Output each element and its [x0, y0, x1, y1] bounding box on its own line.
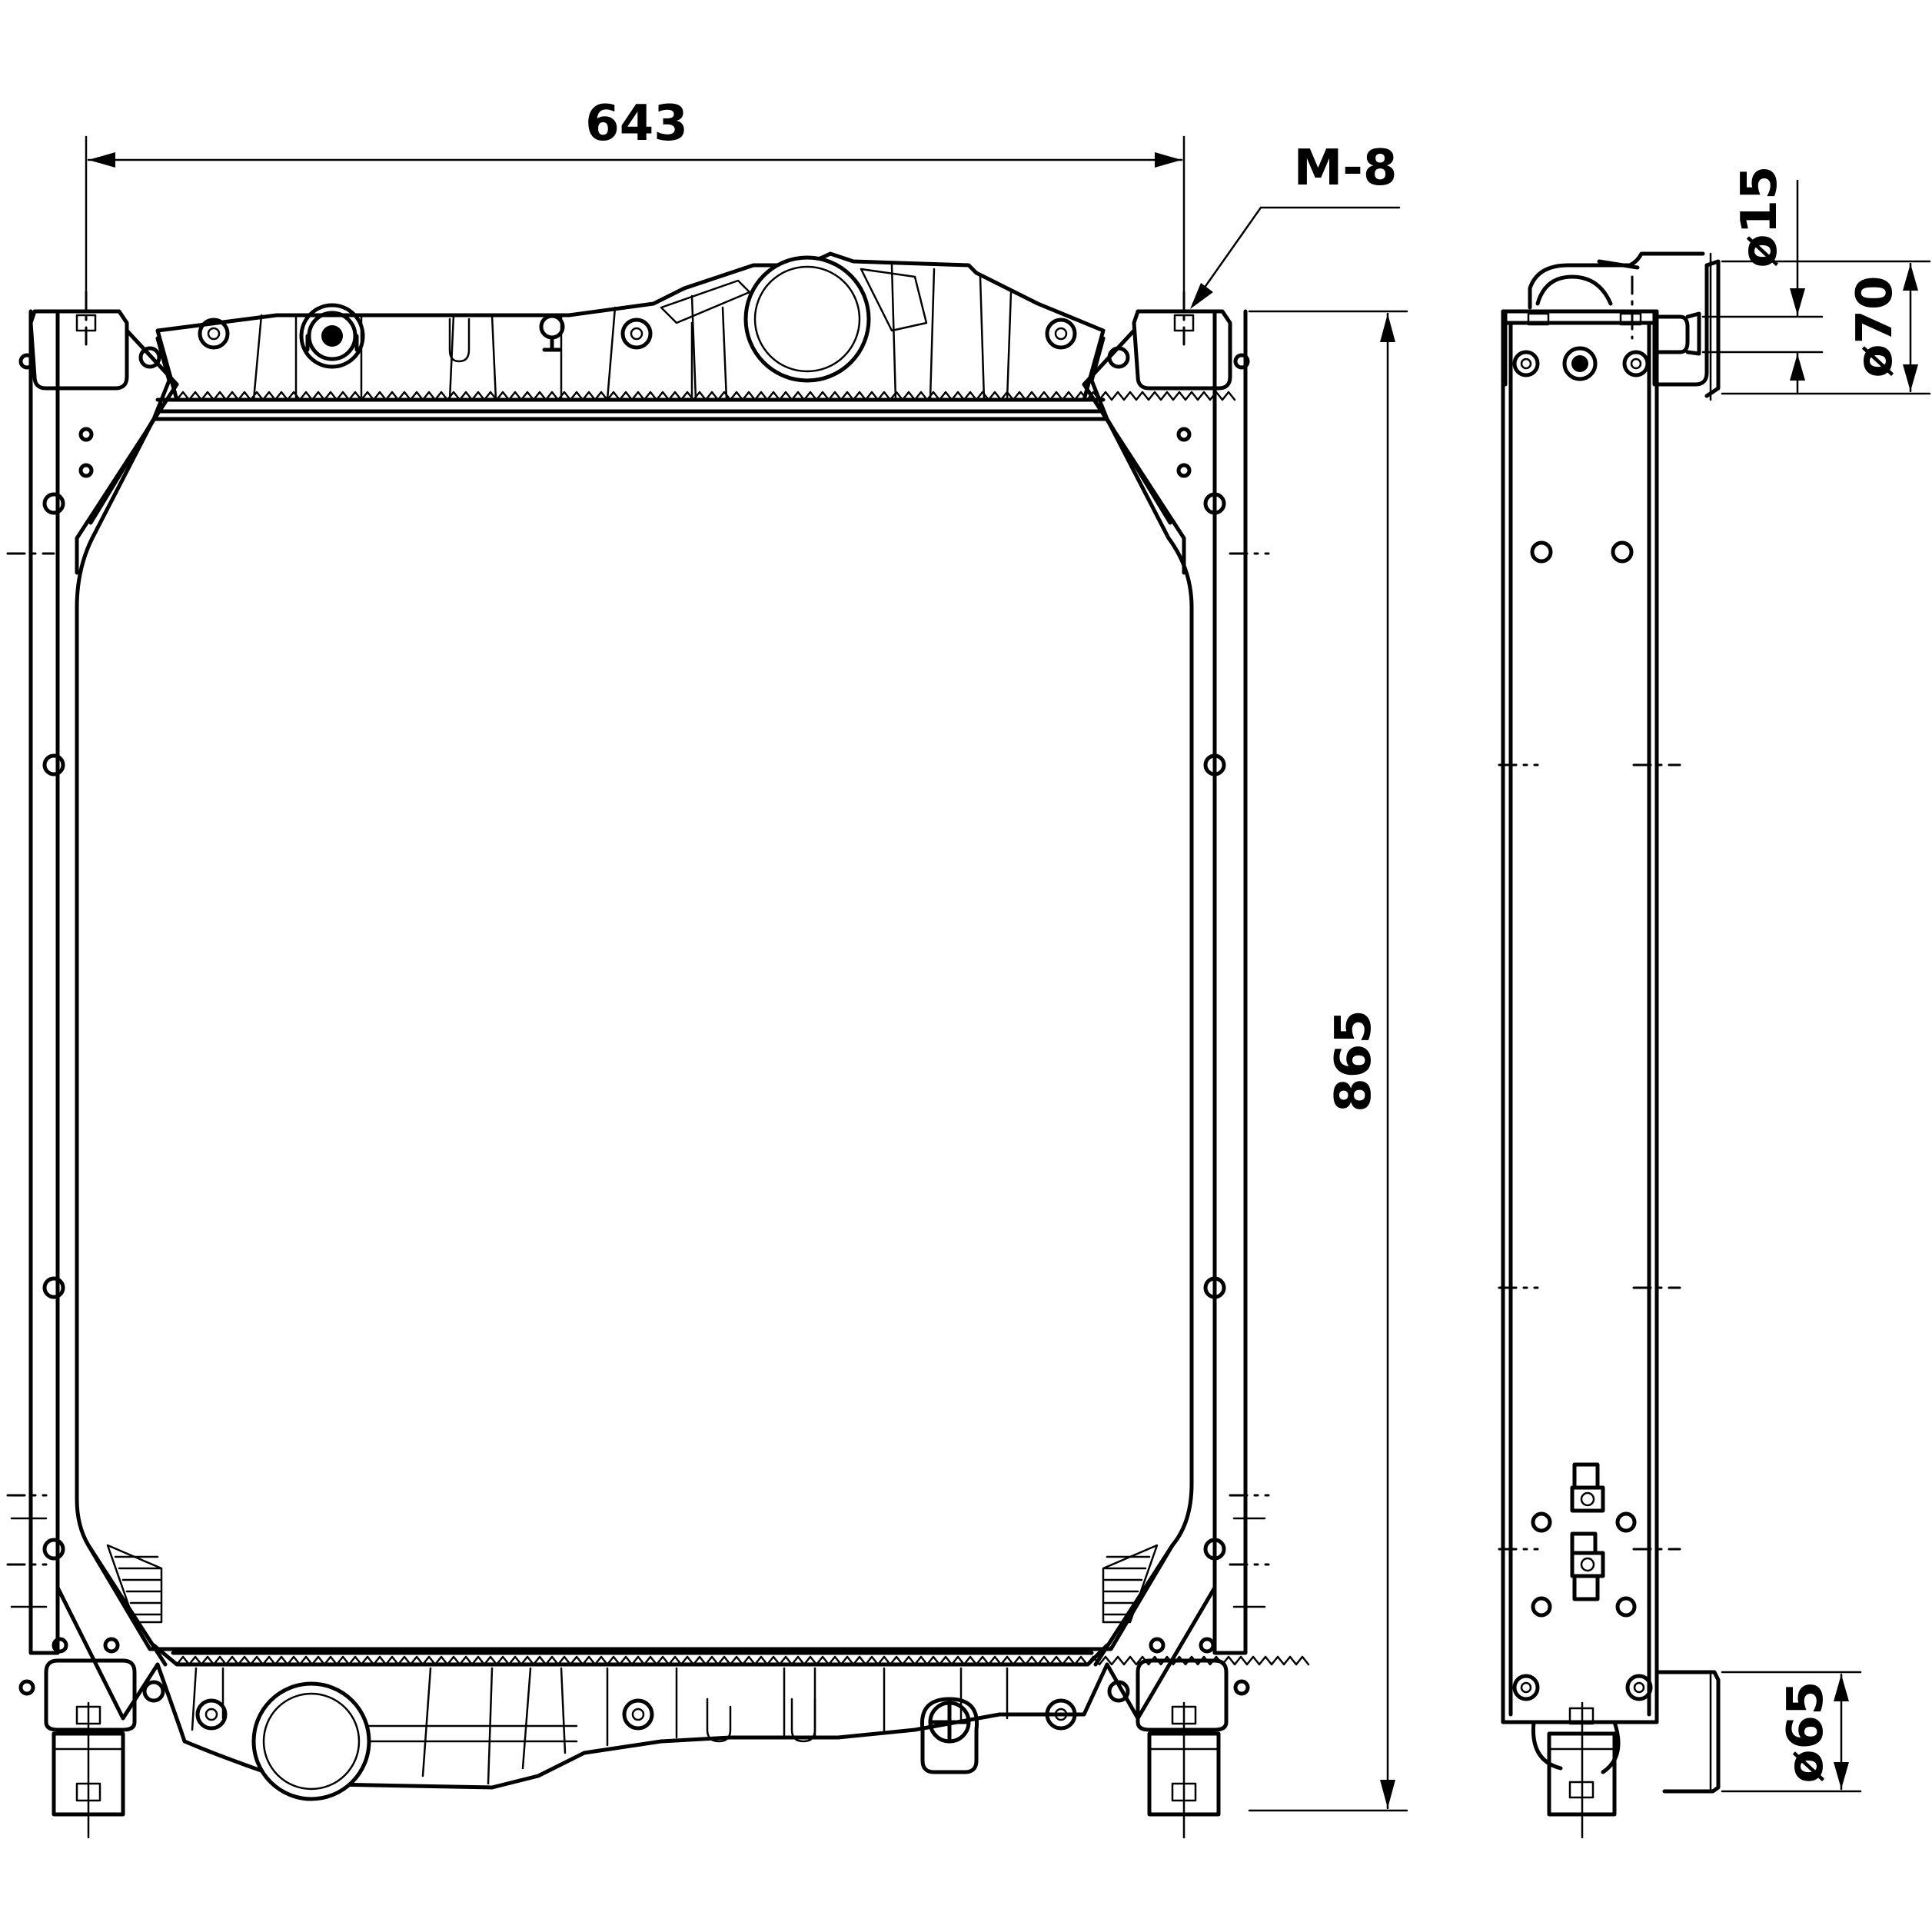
bottom-left-strut	[55, 1543, 168, 1721]
lower-pipe-label: ø65	[1777, 1681, 1834, 1783]
small-pipe-dimension: ø15	[1701, 165, 1824, 394]
width-label: 643	[585, 95, 688, 152]
bottom-right-foot	[1136, 1658, 1229, 1839]
corner-hatching	[106, 1544, 1159, 1624]
drain-plug	[919, 1697, 979, 1774]
small-pipe-label: ø15	[1731, 165, 1788, 268]
side-view	[1498, 251, 1721, 1839]
side-drain-block	[1531, 1462, 1637, 1618]
top-left-bracket	[28, 291, 129, 391]
bottom-gear-bolts	[195, 1698, 1077, 1731]
radiator-core	[75, 417, 1194, 1651]
lower-pipe-dimension: ø65	[1721, 1671, 1862, 1793]
lower-tank	[151, 1643, 1310, 1790]
filler-cap	[743, 255, 871, 383]
front-view	[6, 251, 1310, 1839]
side-holes-top	[1512, 346, 1650, 564]
upper-bleed-valve	[539, 314, 565, 352]
left-side-frame	[28, 309, 60, 1655]
height-label: 865	[1325, 1009, 1382, 1112]
lower-outlet	[251, 1681, 371, 1801]
side-filler-cap	[1527, 251, 1705, 340]
side-center-marks	[6, 552, 1270, 1608]
side-lower-pipe	[1654, 1670, 1721, 1794]
upper-tank	[155, 251, 1236, 414]
width-dimension: 643	[85, 95, 1185, 309]
thread-callout: M-8	[1190, 140, 1401, 309]
side-upper-pipe	[1654, 252, 1721, 401]
side-center-marks	[1498, 763, 1681, 1551]
top-gear-bolts	[198, 318, 1077, 350]
side-small-pipe	[1654, 311, 1701, 356]
side-bottom	[1512, 1674, 1653, 1839]
bottom-left-foot	[44, 1658, 137, 1839]
upper-pipe-label: ø70	[1847, 275, 1904, 377]
bottom-right-strut	[1093, 1543, 1217, 1721]
height-dimension: 865	[1248, 310, 1408, 1812]
upper-pipe-dimension: ø70	[1721, 260, 1931, 395]
thread-label: M-8	[1294, 140, 1398, 197]
side-body	[1501, 309, 1659, 1724]
upper-sensor-fitting	[299, 303, 365, 369]
frame-holes	[18, 346, 1250, 1703]
right-side-frame	[1212, 309, 1248, 1655]
